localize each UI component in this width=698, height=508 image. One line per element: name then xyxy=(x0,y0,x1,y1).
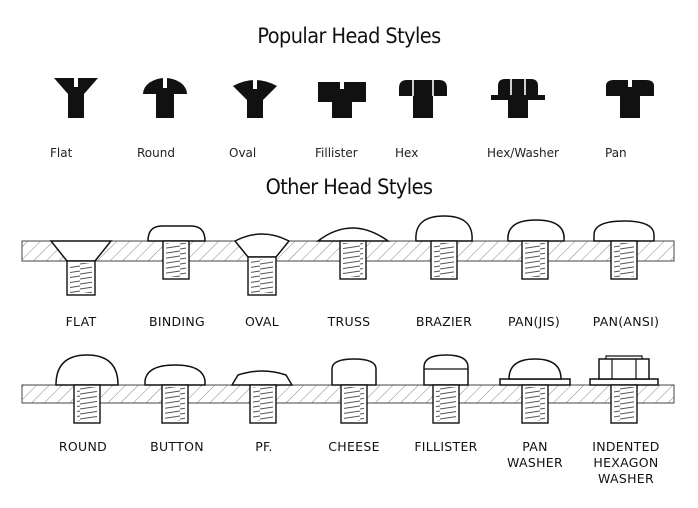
flat-head-icon xyxy=(54,78,98,118)
popular-label-hex-washer: Hex/Washer xyxy=(487,146,559,160)
cheese-screw-icon xyxy=(331,358,377,424)
pan-head-icon xyxy=(606,78,654,118)
other-head-styles-title: Other Head Styles xyxy=(265,175,433,199)
popular-label-flat: Flat xyxy=(50,146,73,160)
round-head-icon xyxy=(143,78,187,118)
other-label-pan-ansi: PAN(ANSI) xyxy=(592,314,660,329)
truss-screw-icon xyxy=(315,227,391,280)
popular-label-hex: Hex xyxy=(395,146,419,160)
other-label-pf: PF. xyxy=(255,439,273,454)
button-screw-icon xyxy=(144,364,206,424)
round-screw-icon xyxy=(55,354,119,424)
pan-washer-screw-icon xyxy=(499,358,571,424)
popular-label-oval: Oval xyxy=(229,146,257,160)
pan-ansi-screw-icon xyxy=(593,220,655,280)
fillister-screw-icon xyxy=(423,354,469,424)
fillister-head-icon xyxy=(318,80,366,118)
popular-label-fillister: Fillister xyxy=(315,146,358,160)
screw-row-2 xyxy=(21,354,675,424)
other-label-fillister: FILLISTER xyxy=(414,439,478,454)
other-label-oval: OVAL xyxy=(244,314,280,329)
flat-screw-icon xyxy=(49,240,113,296)
other-label-binding: BINDING xyxy=(148,314,206,329)
other-label-brazier: BRAZIER xyxy=(415,314,473,329)
screw-row-1 xyxy=(21,215,675,296)
other-label-round: ROUND xyxy=(58,439,108,454)
other-label-cheese: CHEESE xyxy=(328,439,380,454)
indented-hexagon-washer-screw-icon xyxy=(589,355,659,424)
pan-jis-screw-icon xyxy=(507,219,565,280)
popular-label-pan: Pan xyxy=(605,146,627,160)
oval-screw-icon xyxy=(233,233,291,296)
brazier-screw-icon xyxy=(415,215,473,280)
hex-head-icon xyxy=(399,80,447,118)
other-label-pan-jis: PAN(JIS) xyxy=(507,314,561,329)
binding-screw-icon xyxy=(147,225,206,280)
pf-screw-icon xyxy=(230,370,294,424)
oval-head-icon xyxy=(233,78,277,118)
other-label-truss: TRUSS xyxy=(327,314,371,329)
other-label-button: BUTTON xyxy=(150,439,204,454)
popular-head-styles-title: Popular Head Styles xyxy=(257,24,441,48)
hex-washer-head-icon xyxy=(491,79,545,118)
other-label-flat: FLAT xyxy=(65,314,97,329)
popular-label-round: Round xyxy=(137,146,175,160)
